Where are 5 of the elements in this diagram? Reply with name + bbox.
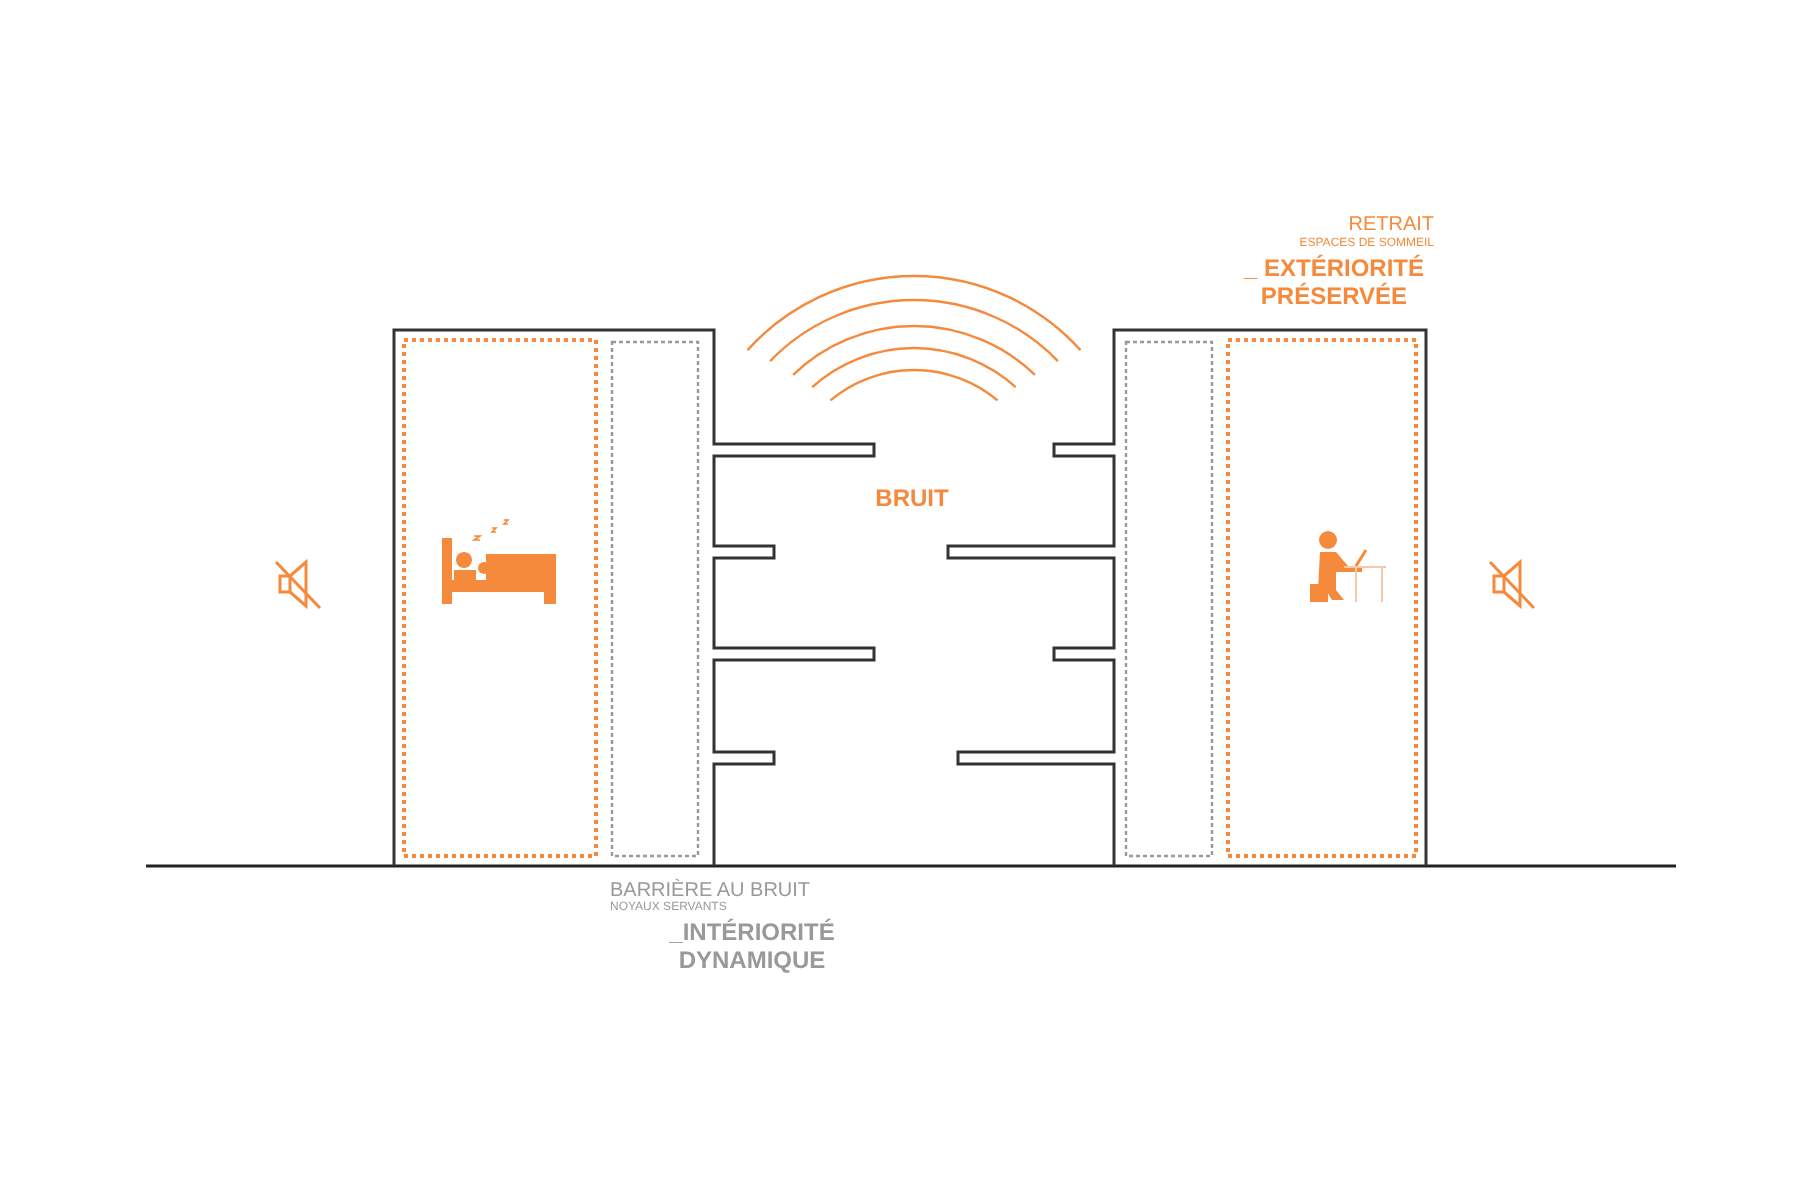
heading-label: BARRIÈRE AU BRUIT bbox=[610, 880, 811, 902]
concept-label: _INTÉRIORITÉ DYNAMIQUE bbox=[667, 920, 837, 976]
noise-label: BRUIT bbox=[875, 486, 949, 514]
concept-label: _ EXTÉRIORITÉ PRÉSERVÉE bbox=[1241, 256, 1427, 312]
heading-label: RETRAIT bbox=[1348, 214, 1434, 237]
